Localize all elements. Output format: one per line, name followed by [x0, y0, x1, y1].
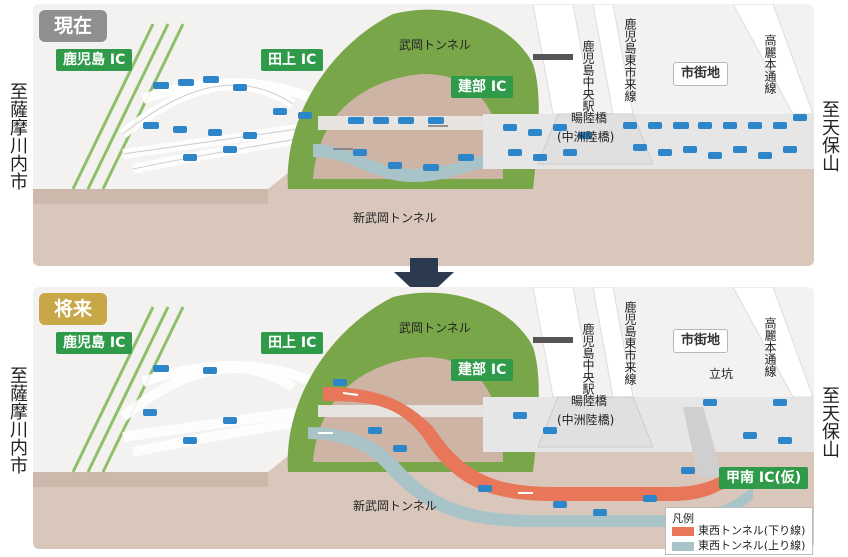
- legend-swatch-up: [672, 541, 694, 551]
- station-label-future: 鹿児島中央駅: [581, 323, 595, 395]
- legend-title: 凡例: [672, 512, 694, 525]
- city-label-now: 市街地: [673, 62, 729, 86]
- ic-takebe-now: 建部 IC: [451, 76, 514, 98]
- ic-kagoshima-now: 鹿児島 IC: [56, 49, 133, 71]
- badge-now: 現在: [39, 10, 107, 42]
- street-koraihon-label-future: 高麗本通線: [763, 317, 777, 377]
- transition-arrow-icon: [394, 258, 454, 300]
- city-label-future: 市街地: [673, 329, 729, 353]
- bridge-label-now: 暘陸橋: [571, 111, 608, 125]
- legend-label-down: 東西トンネル(下り線): [698, 524, 806, 537]
- right-destination-future: 至天保山: [819, 386, 840, 458]
- tunnel-shin-takeoka-label-now: 新武岡トンネル: [353, 211, 437, 225]
- bridge-sub-label-now: (中洲陸橋): [557, 130, 615, 144]
- panel-future: 将来 鹿児島 IC 田上 IC 建部 IC 甲南 IC(仮) 武岡トンネル 新武…: [33, 287, 814, 549]
- street-higashi-label-future: 鹿児島東市来線: [623, 301, 637, 385]
- legend: 凡例 東西トンネル(下り線) 東西トンネル(上り線): [665, 507, 813, 555]
- street-koraihon-label-now: 高麗本通線: [763, 34, 777, 94]
- legend-swatch-down: [672, 526, 694, 536]
- legend-row-up: 東西トンネル(上り線): [672, 539, 805, 553]
- tunnel-takeoka-label-now: 武岡トンネル: [399, 38, 471, 52]
- ic-kagoshima-future: 鹿児島 IC: [56, 332, 133, 354]
- left-destination-now: 至薩摩川内市: [7, 82, 28, 190]
- bridge-sub-label-future: (中洲陸橋): [557, 413, 615, 427]
- now-scene: [33, 4, 814, 266]
- ic-konan-future: 甲南 IC(仮): [719, 467, 809, 489]
- badge-future: 将来: [39, 293, 107, 325]
- shaft-label-future: 立坑: [709, 367, 734, 381]
- right-destination-now: 至天保山: [819, 100, 840, 172]
- legend-label-up: 東西トンネル(上り線): [698, 539, 806, 552]
- panel-now: 現在 鹿児島 IC 田上 IC 建部 IC 武岡トンネル 新武岡トンネル 鹿児島…: [33, 4, 814, 266]
- station-label-now: 鹿児島中央駅: [581, 40, 595, 112]
- tunnel-shin-takeoka-label-future: 新武岡トンネル: [353, 499, 437, 513]
- tunnel-takeoka-label-future: 武岡トンネル: [399, 321, 471, 335]
- ic-tagami-future: 田上 IC: [261, 332, 324, 354]
- street-higashi-label-now: 鹿児島東市来線: [623, 18, 637, 102]
- bridge-label-future: 暘陸橋: [571, 394, 608, 408]
- ic-takebe-future: 建部 IC: [451, 359, 514, 381]
- legend-row-down: 東西トンネル(下り線): [672, 524, 805, 538]
- ic-tagami-now: 田上 IC: [261, 49, 324, 71]
- left-destination-future: 至薩摩川内市: [7, 366, 28, 474]
